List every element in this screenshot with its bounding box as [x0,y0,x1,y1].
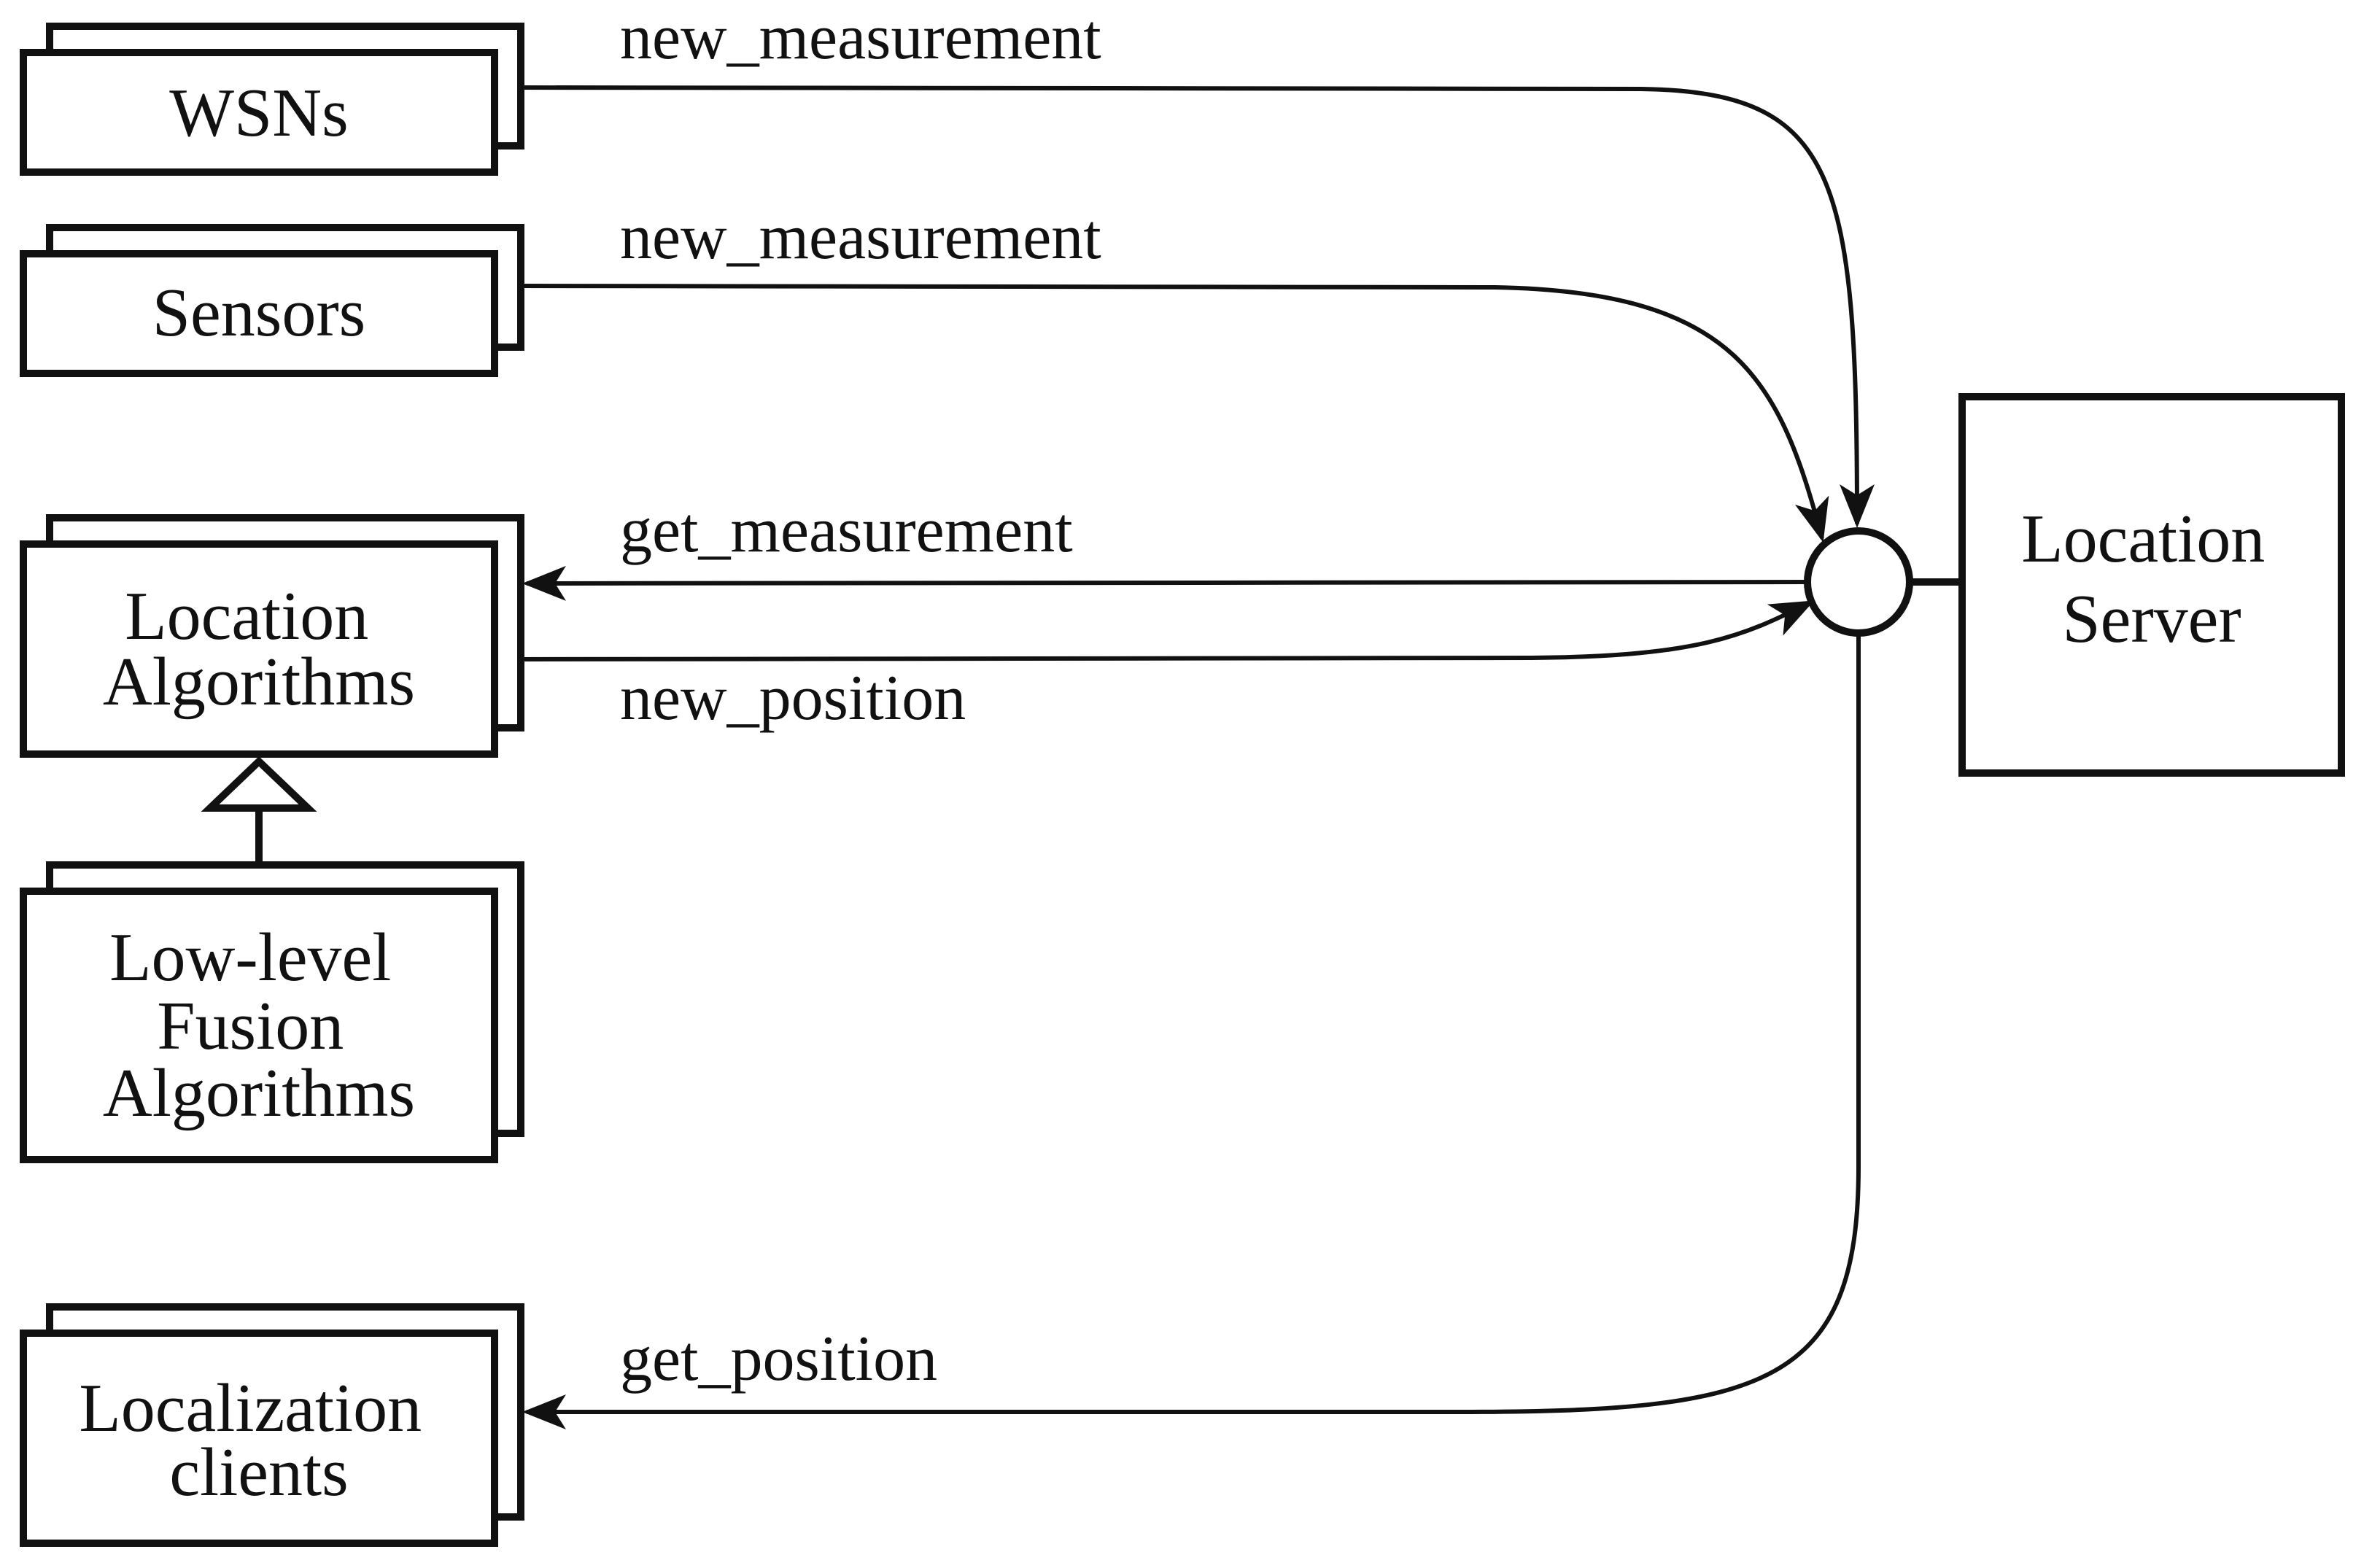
edge-label-wsns-new-measurement: new_measurement [620,2,1101,73]
svg-text:Sensors: Sensors [152,275,365,351]
wsns-label: WSNs [169,75,348,151]
localization-clients-node: Localization clients [20,1303,524,1547]
edge-label-new-position: new_position [620,663,966,734]
edge-server-to-clients [522,634,1861,1429]
low-level-fusion-label-line-1: Low-level [109,920,391,995]
edge-label-get-position: get_position [620,1324,937,1394]
svg-text:Localization clients: Localization clients [79,1370,438,1510]
low-level-fusion-label-line-3: Algorithms [103,1055,415,1131]
low-level-fusion-label-line-2: Fusion [157,988,344,1064]
location-algorithms-node: Location Algorithms [20,514,524,758]
svg-text:Location Server: Location Server [2021,501,2282,657]
interface-circle [1804,527,1913,637]
edge-label-sensors-new-measurement: new_measurement [620,202,1101,273]
svg-text:Low-level Fusion A: Low-level Fusion Algorithms [103,920,415,1131]
svg-text:Location Algorithms: Location Algorithms [103,578,415,720]
server-interface [1804,527,1962,637]
location-server-label-line-1: Location [2021,501,2265,577]
svg-text:WSNs: WSNs [169,75,348,151]
location-server-label-line-2: Server [2062,581,2241,657]
location-algorithms-label-line-2: Algorithms [103,644,415,720]
sensors-node: Sensors [20,224,524,377]
location-algorithms-label-line-1: Location [125,578,368,654]
localization-clients-label-line-1: Localization [79,1370,422,1446]
edge-sensors-to-server [520,284,1829,543]
low-level-fusion-node: Low-level Fusion Algorithms [20,861,524,1163]
edge-label-get-measurement: get_measurement [620,495,1073,566]
localization-clients-label-line-2: clients [169,1435,348,1510]
sensors-label: Sensors [152,275,365,351]
edge-server-to-algorithms [522,565,1808,601]
edge-wsns-to-server [520,85,1875,528]
edge-algorithms-to-server [520,600,1815,661]
wsns-node: WSNs [20,23,524,176]
location-server-node: Location Server [1958,393,2345,777]
